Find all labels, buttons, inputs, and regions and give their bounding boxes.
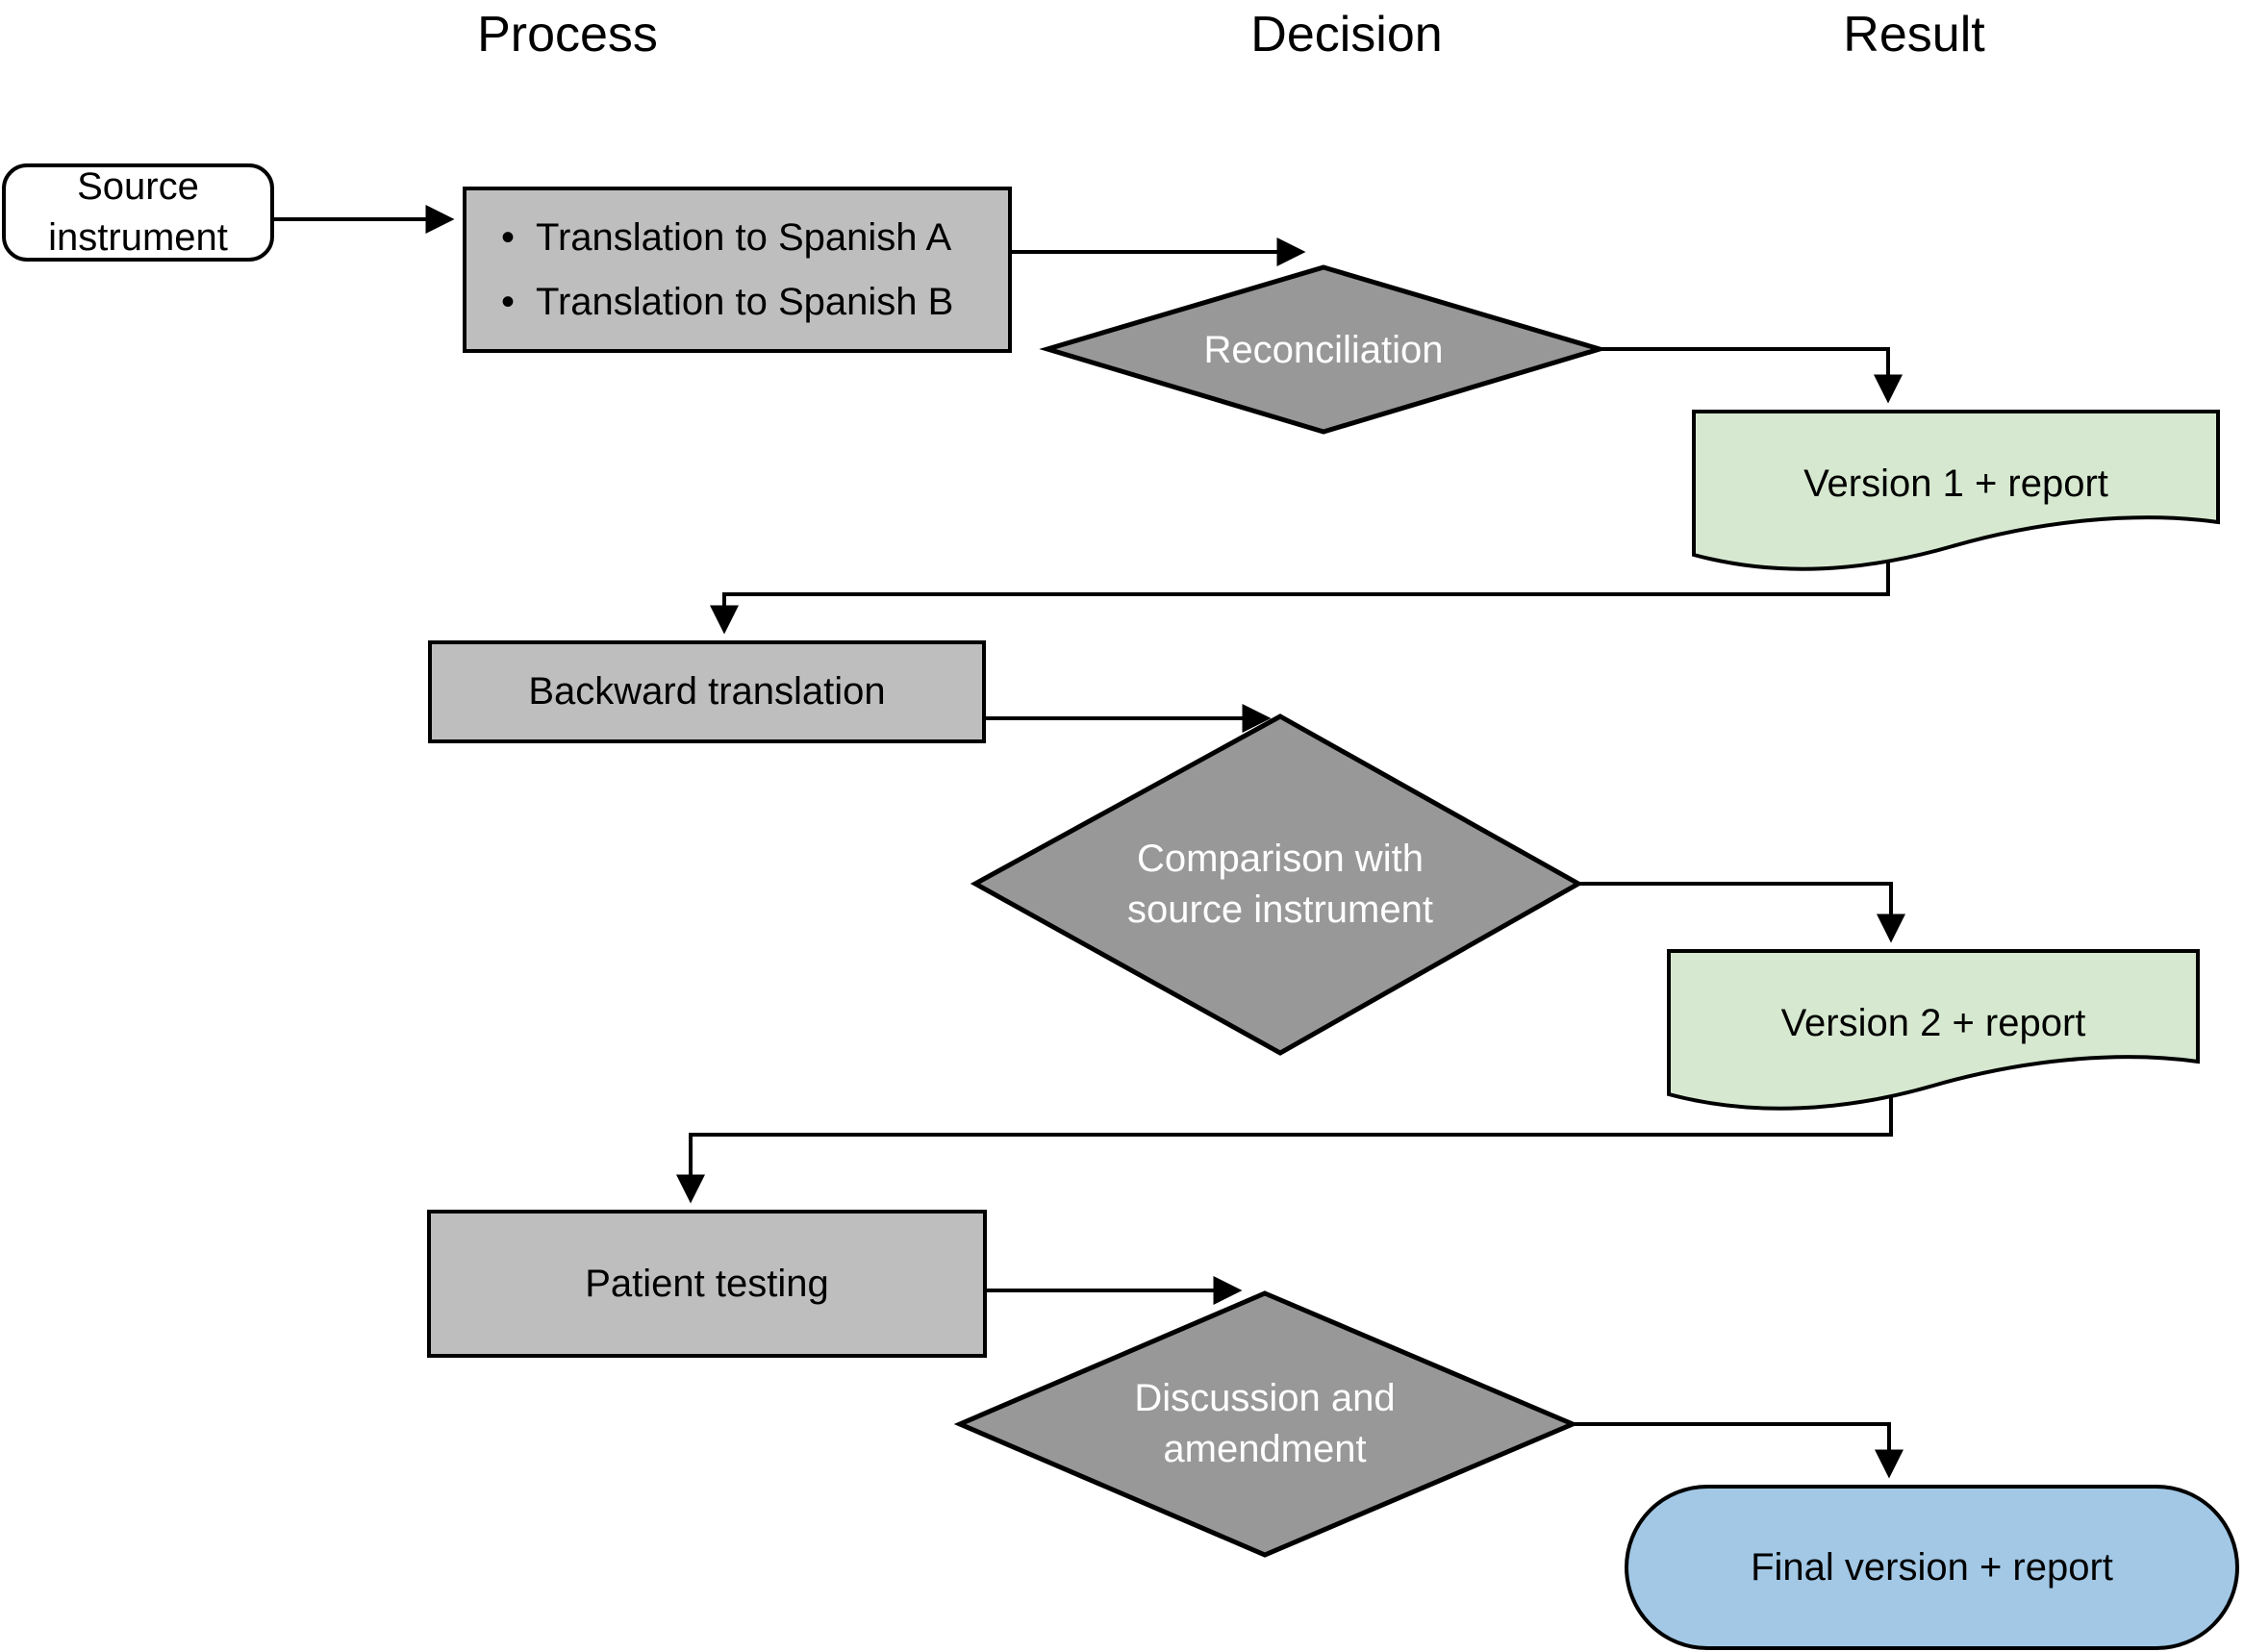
backward-translation-shape [428, 640, 986, 743]
connector-version1-to-backward [710, 550, 1890, 635]
translation-process-shape [463, 187, 1012, 353]
patient-testing-shape [427, 1210, 987, 1358]
connector-version2-to-patient [676, 1096, 1893, 1204]
connector-reconciliation-to-version1 [1600, 347, 1903, 404]
discussion-diamond-shape [953, 1290, 1579, 1558]
source-instrument-shape [2, 163, 274, 262]
reconciliation-diamond-shape [1039, 264, 1608, 435]
connector-comparison-to-version2 [1578, 882, 1905, 943]
final-version-pill-shape [1625, 1485, 2239, 1650]
connector-discussion-to-final [1573, 1422, 1904, 1479]
version1-document-shape [1692, 410, 2220, 571]
version2-document-shape [1667, 949, 2200, 1111]
comparison-diamond-shape [970, 713, 1584, 1056]
